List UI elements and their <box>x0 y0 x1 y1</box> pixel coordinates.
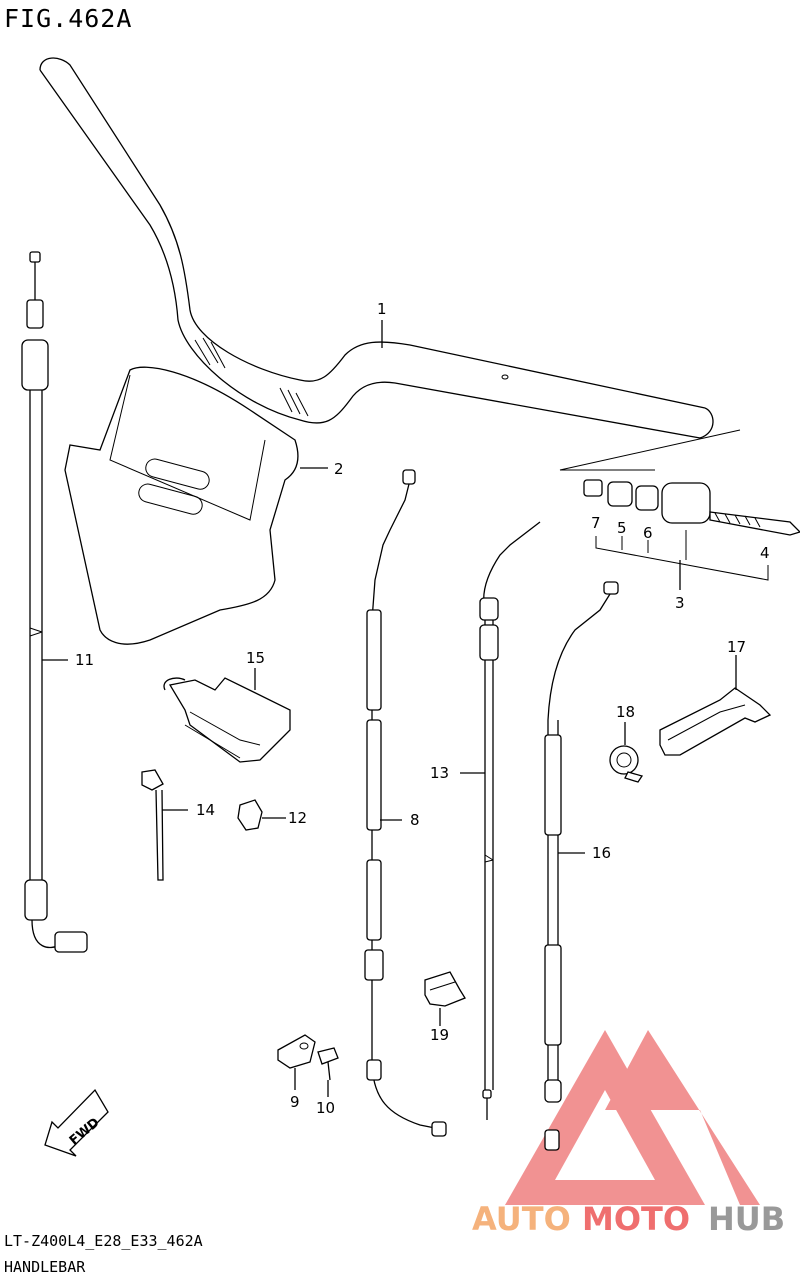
part-handlebar-cover <box>64 366 299 645</box>
callout-13: 13 <box>430 764 449 782</box>
part-5-collar <box>607 481 633 507</box>
callout-5: 5 <box>617 519 627 537</box>
leader-bracket-3-7 <box>595 530 769 581</box>
callout-9: 9 <box>290 1093 300 1111</box>
watermark-word-hub: HUB <box>708 1200 785 1238</box>
model-code: LT-Z400L4_E28_E33_462A <box>4 1232 203 1250</box>
part-19-clip <box>424 971 466 1007</box>
part-cable-11 <box>21 251 88 953</box>
fwd-arrow <box>44 1088 109 1157</box>
callout-10: 10 <box>316 1099 335 1117</box>
callout-3: 3 <box>675 594 685 612</box>
callout-8: 8 <box>410 811 420 829</box>
callout-16: 16 <box>592 844 611 862</box>
watermark-word-moto: MOTO <box>582 1200 690 1238</box>
watermark-triangle-inner <box>555 1090 655 1180</box>
callout-15: 15 <box>246 649 265 667</box>
section-name: HANDLEBAR <box>4 1258 86 1276</box>
watermark-logo <box>505 1030 760 1205</box>
part-7-nut <box>583 479 603 497</box>
part-3-weight <box>661 482 711 524</box>
part-10-bolt <box>317 1047 339 1081</box>
part-4-bolt <box>709 511 800 536</box>
watermark-triangle-side <box>605 1030 760 1205</box>
part-17-holder <box>659 687 772 756</box>
figure-title: FIG.462A <box>4 4 133 33</box>
watermark-word-auto: AUTO <box>472 1200 571 1238</box>
callout-19: 19 <box>430 1026 449 1044</box>
callout-17: 17 <box>727 638 746 656</box>
callout-18: 18 <box>616 703 635 721</box>
part-12-clip <box>237 799 263 831</box>
callout-6: 6 <box>643 524 653 542</box>
callout-4: 4 <box>760 544 770 562</box>
part-6-collar <box>635 485 659 511</box>
part-9-clamp <box>277 1034 316 1069</box>
part-cable-13 <box>479 521 541 1120</box>
part-handlebar <box>39 57 714 439</box>
callout-12: 12 <box>288 809 307 827</box>
part-14-tie <box>141 769 164 881</box>
callout-14: 14 <box>196 801 215 819</box>
callout-7: 7 <box>591 514 601 532</box>
callout-11: 11 <box>75 651 94 669</box>
part-bar-end-assembly <box>559 429 800 536</box>
part-cable-16 <box>544 581 619 1151</box>
callout-2: 2 <box>334 460 344 478</box>
part-15-bracket <box>163 677 291 763</box>
part-18-clamp <box>609 745 644 783</box>
callout-1: 1 <box>377 300 387 318</box>
part-cable-8 <box>364 469 447 1137</box>
